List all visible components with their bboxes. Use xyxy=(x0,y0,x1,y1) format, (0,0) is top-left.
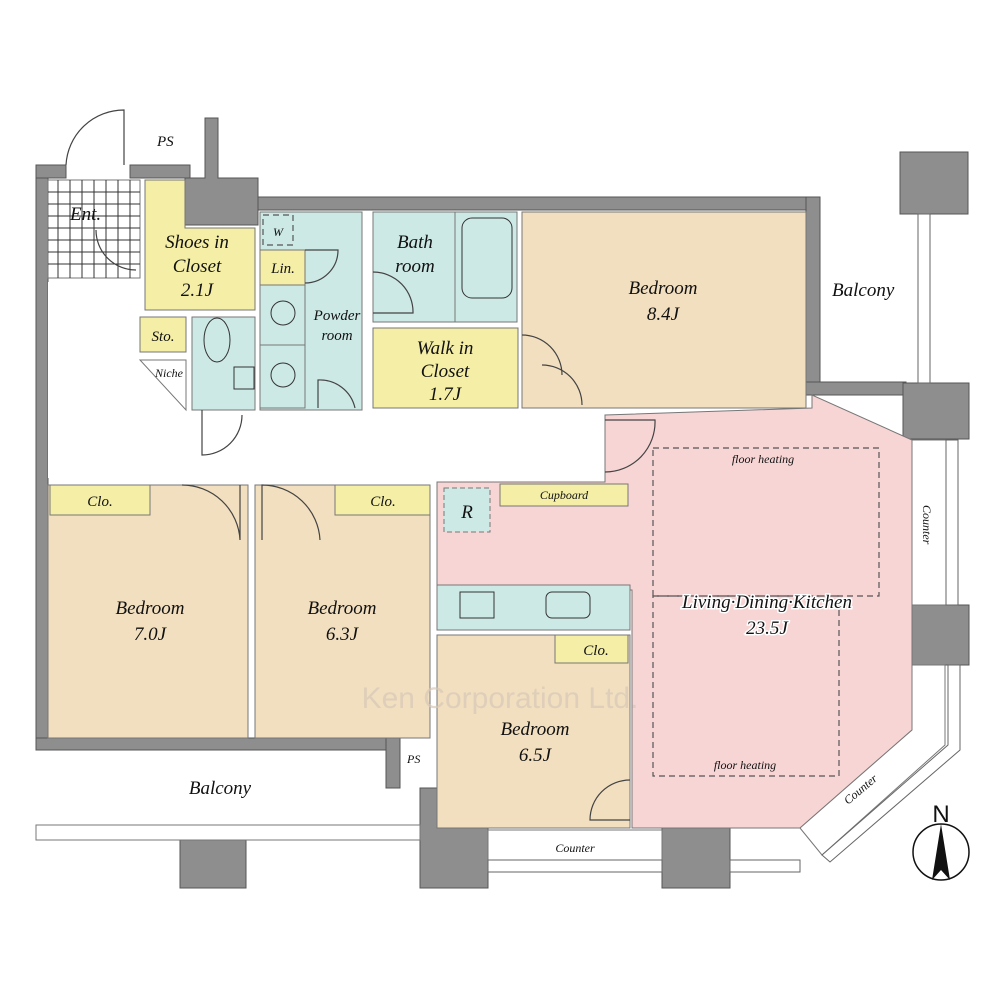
svg-text:Bedroom: Bedroom xyxy=(308,598,377,619)
counter-label-east: Counter xyxy=(920,505,934,545)
kitchen-sink-icon xyxy=(545,591,591,619)
svg-text:room: room xyxy=(395,256,434,277)
walk-in-closet: Walk in Closet 1.7J xyxy=(372,327,519,409)
svg-text:Sto.: Sto. xyxy=(152,329,175,345)
svg-text:Bedroom: Bedroom xyxy=(116,598,185,619)
pipe-space-label: PS xyxy=(156,134,174,150)
living-dining-kitchen: floor heating floor heating Living·Dinin… xyxy=(436,394,913,829)
svg-text:2.1J: 2.1J xyxy=(181,280,215,301)
bedroom-7-0j: Clo. Bedroom 7.0J xyxy=(47,484,249,739)
svg-text:W: W xyxy=(273,225,284,239)
svg-text:Bedroom: Bedroom xyxy=(629,278,698,299)
svg-text:Clo.: Clo. xyxy=(583,643,608,659)
svg-text:Walk in: Walk in xyxy=(417,338,474,359)
washer-space xyxy=(262,214,294,246)
sink-icon xyxy=(270,300,296,326)
cupboard-label: Cupboard xyxy=(540,488,589,502)
toilet-room xyxy=(191,316,256,456)
niche-label: Niche xyxy=(154,366,184,380)
bathtub-icon xyxy=(461,217,513,299)
svg-text:1.7J: 1.7J xyxy=(429,384,463,405)
svg-text:Shoes in: Shoes in xyxy=(165,232,229,253)
svg-text:Closet: Closet xyxy=(421,361,470,382)
svg-text:room: room xyxy=(321,328,352,344)
svg-text:Bath: Bath xyxy=(397,232,433,253)
balcony-south-label: Balcony xyxy=(189,778,252,799)
refrigerator-label: R xyxy=(460,502,473,523)
svg-text:Clo.: Clo. xyxy=(87,494,112,510)
svg-text:Closet: Closet xyxy=(173,256,222,277)
svg-text:floor heating: floor heating xyxy=(714,758,776,772)
bathroom: Bath room xyxy=(372,211,518,323)
svg-text:Powder: Powder xyxy=(313,308,361,324)
svg-text:Bedroom: Bedroom xyxy=(501,719,570,740)
bedroom-8-4j: Bedroom 8.4J xyxy=(521,211,807,409)
svg-text:23.5J: 23.5J xyxy=(746,618,789,639)
shoes-in-closet: Shoes in Closet 2.1J xyxy=(144,179,256,311)
svg-text:6.3J: 6.3J xyxy=(326,624,360,645)
bedroom-6-5j: Clo. Bedroom 6.5J xyxy=(436,634,631,829)
watermark: Ken Corporation Ltd. xyxy=(362,682,639,715)
svg-text:6.5J: 6.5J xyxy=(519,745,553,766)
pipe-space-label: PS xyxy=(406,752,420,766)
linen-label: Lin. xyxy=(270,261,295,277)
powder-room: W Lin. Powder room xyxy=(259,211,363,411)
svg-text:Clo.: Clo. xyxy=(370,494,395,510)
north-arrow-icon: N xyxy=(912,801,970,881)
stove-icon xyxy=(459,591,495,619)
svg-text:7.0J: 7.0J xyxy=(134,624,168,645)
balcony-railing xyxy=(35,824,421,841)
toilet-icon xyxy=(203,317,231,363)
storage: Sto. Niche xyxy=(138,316,187,412)
compass-label: N xyxy=(932,801,949,828)
counter-label-south: Counter xyxy=(555,841,595,855)
sink-icon xyxy=(270,362,296,388)
entrance-area: Ent. xyxy=(47,109,141,279)
bedroom-6-3j: Clo. Bedroom 6.3J xyxy=(254,484,431,739)
svg-text:Living·Dining·Kitchen: Living·Dining·Kitchen xyxy=(681,592,852,613)
balcony-ne-label: Balcony xyxy=(832,280,895,301)
svg-text:8.4J: 8.4J xyxy=(647,304,681,325)
svg-text:floor heating: floor heating xyxy=(732,452,794,466)
entrance-label: Ent. xyxy=(69,204,101,225)
